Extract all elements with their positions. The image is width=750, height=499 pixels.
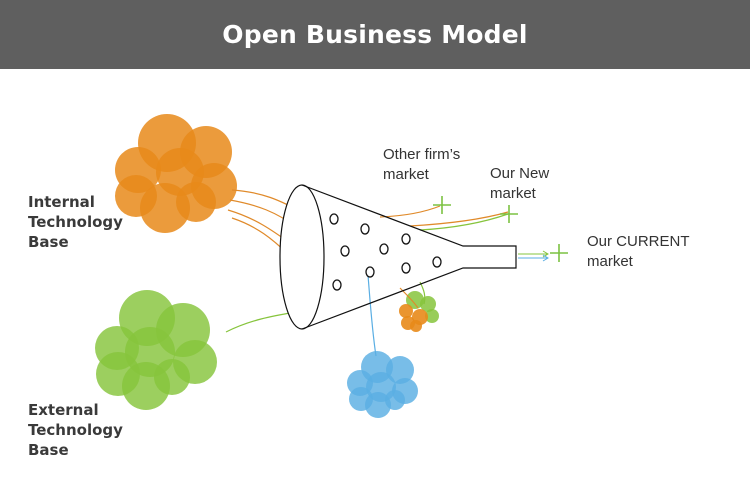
spinout-cloud-mixed [399,291,439,332]
funnel-dots [329,213,442,291]
external-technology-cloud [95,290,217,410]
plus-new-market-icon [500,205,518,223]
title-bar: Open Business Model [0,0,750,69]
current-market-label: Our CURRENT market [587,233,690,270]
page-title: Open Business Model [222,20,528,49]
new-market-label: Our New market [490,165,550,202]
other-firms-market-label: Other firm’s market [383,146,461,183]
plus-current-market-icon [550,244,568,262]
market-plus-markers [433,196,568,262]
plus-other-market-icon [433,196,451,214]
external-flow-line [225,311,297,333]
internal-technology-label: Internal Technology Base [28,193,123,251]
current-market-arrows [518,250,549,262]
internal-technology-cloud [115,114,237,233]
outgoing-flow-lines [367,205,509,357]
spinout-cloud-blue [347,351,418,418]
funnel [279,184,517,330]
open-business-model-diagram [95,114,568,418]
external-technology-label: External Technology Base [28,401,123,459]
